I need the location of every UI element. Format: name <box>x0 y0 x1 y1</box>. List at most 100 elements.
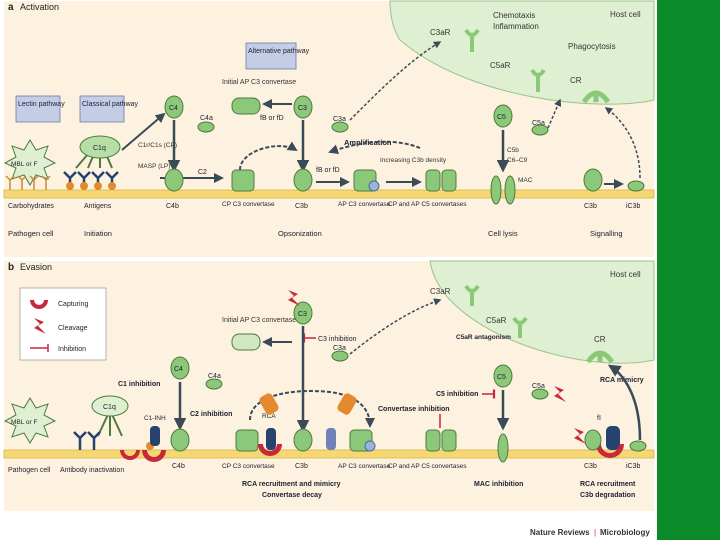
c4-label: C4 <box>169 105 178 112</box>
c1inh-label: C1-INH <box>144 415 166 422</box>
mac-b-pore <box>497 433 509 463</box>
cp-c3-convertase-bound <box>231 169 255 192</box>
cr-b-label: CR <box>594 335 606 344</box>
rca-rec-mim-label: RCA recruitment and mimicry <box>242 481 341 488</box>
orange-inhibitor-2 <box>337 393 357 415</box>
mac-pore-1 <box>490 175 502 205</box>
c2-inhibition-label: C2 inhibition <box>190 411 232 418</box>
inflammation-label: Inflammation <box>493 22 539 31</box>
rca-label: RCA <box>262 413 276 420</box>
mbl-b-label: MBL or F <box>11 419 38 426</box>
c4a-icon <box>197 121 215 133</box>
fi-label: fI <box>597 415 601 422</box>
mac-inhibition-label: MAC inhibition <box>474 481 523 488</box>
c4b-b-bound <box>170 428 190 452</box>
c5-conv-b-1 <box>425 429 441 452</box>
c5b-label: C5b <box>507 147 519 154</box>
cp-ap-c5-label: CP and AP C5 convertases <box>388 201 467 208</box>
c5-label: C5 <box>497 114 506 121</box>
c5-convertase-bound-2 <box>441 169 457 192</box>
cleavage-icon <box>34 318 46 334</box>
legend-cleavage-label: Cleavage <box>58 325 88 332</box>
mbl-label: MBL or F <box>11 161 38 168</box>
c3a-label: C3a <box>333 116 346 123</box>
c3-label: C3 <box>298 105 307 112</box>
c5a-label: C5a <box>532 120 545 127</box>
c4b-bound <box>164 168 184 192</box>
c5ar-antagonism-label: C5aR antagonism <box>456 334 511 341</box>
arrow-cp-to-c3 <box>239 141 298 171</box>
chemotaxis-label: Chemotaxis <box>493 11 535 20</box>
c3b-b-label: C3b <box>295 463 308 470</box>
panel-b-title: Evasion <box>20 262 52 272</box>
inhibition-icon <box>30 344 49 352</box>
c4-b-icon <box>170 356 190 380</box>
c5-convertase-bound-1 <box>425 169 441 192</box>
c4-b-label: C4 <box>174 366 183 373</box>
c5ar-receptor-b-icon <box>512 316 528 338</box>
initiation-label: Initiation <box>84 229 112 238</box>
c3b-bound-2 <box>583 168 603 192</box>
ic3b-b-label: iC3b <box>626 463 641 470</box>
arrow-to-c3ar <box>349 41 442 121</box>
footer-section: Microbiology <box>600 528 650 537</box>
panel-a-host-cell <box>389 0 655 105</box>
c3ar-receptor-icon <box>464 28 480 52</box>
fb-fd-label: fB or fD <box>260 115 284 122</box>
phagocytosis-label: Phagocytosis <box>568 42 616 51</box>
arrow-b-to-cr <box>607 364 642 441</box>
mac-pore-2 <box>504 175 516 205</box>
c1q-b-label: C1q <box>103 404 116 411</box>
c3b2-label: C3b <box>584 203 597 210</box>
c5-conv-b-2 <box>441 429 457 452</box>
panel-b-tag: b <box>8 262 14 273</box>
orange-inhibitor-1 <box>259 393 279 415</box>
footer-journal: Nature Reviews <box>530 528 590 537</box>
classical-pathway-label: Classical pathway <box>82 101 139 108</box>
convertase-inhibition-label: Convertase inhibition <box>378 406 450 413</box>
rca-capture-1 <box>258 444 282 456</box>
c4a-b-label: C4a <box>208 373 221 380</box>
panel-b-host-cell-label: Host cell <box>610 270 641 279</box>
increasing-label: Increasing C3b density <box>380 157 447 164</box>
ic3b-label: iC3b <box>626 203 641 210</box>
c5a-cleavage-icon <box>554 386 566 402</box>
cr-receptor-b-icon <box>585 350 615 364</box>
panel-b-host-cell <box>429 260 655 364</box>
c3b-b-bound <box>293 428 313 452</box>
c3ar-label: C3aR <box>430 28 451 37</box>
c5a-b-label: C5a <box>532 383 545 390</box>
c3-icon <box>293 95 313 119</box>
arrow-b-to-c3ar <box>349 298 442 355</box>
mbl-star-icon <box>3 139 57 186</box>
initial-ap-b-icon <box>231 333 261 351</box>
ic3b-b-bound <box>629 440 647 452</box>
panel-a-title: Activation <box>20 2 59 12</box>
c3a-b-icon <box>331 350 349 362</box>
opsonization-label: Opsonization <box>278 229 322 238</box>
arrow-c1q-c4 <box>121 112 166 151</box>
signalling-label: Signalling <box>590 229 623 238</box>
c1-inhibition-label: C1 inhibition <box>118 381 160 388</box>
classical-pathway-box <box>79 95 125 123</box>
arrow-b-decay <box>249 390 375 428</box>
c4a-b-icon <box>205 378 223 390</box>
sidebar-band <box>657 0 720 540</box>
cleavage-b-icon <box>574 428 586 444</box>
panel-a-host-cell-label: Host cell <box>610 10 641 19</box>
alt-pathway-box <box>245 42 297 70</box>
c3b-bound <box>293 168 313 192</box>
lectin-pathway-box <box>15 95 61 123</box>
pathogen-cell-b-label: Pathogen cell <box>8 467 51 474</box>
cp-c3-b-bound <box>235 429 259 452</box>
lectin-pathway-label: Lectin pathway <box>18 101 65 108</box>
mac-label: MAC <box>518 177 533 184</box>
fb-fd2-label: fB or fD <box>316 167 340 174</box>
c1q-label: C1q <box>93 145 106 152</box>
carbohydrates-label: Carbohydrates <box>8 203 54 210</box>
cp-c3-b-label: CP C3 convertase <box>222 463 275 470</box>
c5ar-b-label: C5aR <box>486 316 507 325</box>
mbl-b-star-icon <box>3 397 57 444</box>
ic3b-bound <box>627 180 645 192</box>
